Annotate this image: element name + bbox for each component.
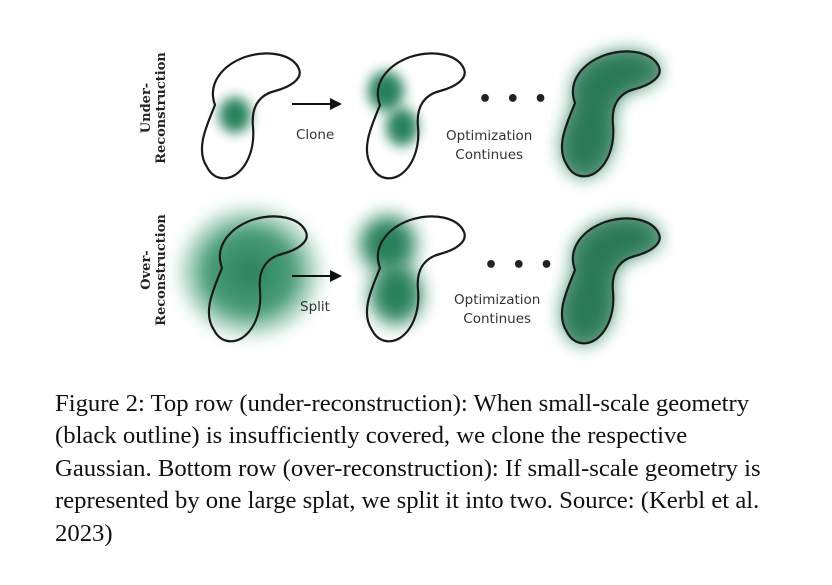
figure: Under- Reconstruction Over- Reconstructi…: [0, 0, 832, 375]
row-label-under-line2: Reconstruction: [154, 33, 169, 183]
optimization-line2-row1: Continues: [446, 146, 532, 165]
optimization-line1-row1: Optimization: [446, 127, 532, 146]
split-label: Split: [300, 298, 330, 317]
over-panel-2: [360, 216, 465, 341]
figure-caption: Figure 2: Top row (under-reconstruction)…: [55, 388, 780, 550]
clone-label: Clone: [296, 126, 334, 145]
figure-illustration: [0, 0, 832, 375]
optimization-label-row2: Optimization Continues: [454, 291, 540, 329]
optimization-line1-row2: Optimization: [454, 291, 540, 310]
optimization-line2-row2: Continues: [454, 310, 540, 329]
clone-arrow-icon: [292, 98, 342, 110]
optimization-label-row1: Optimization Continues: [446, 127, 532, 165]
ellipsis-row2: • • •: [484, 256, 557, 276]
under-panel-3: [562, 51, 660, 176]
ellipsis-row1: • • •: [478, 90, 551, 110]
row-label-under-line1: Under-: [139, 33, 154, 183]
row-label-over-line2: Reconstruction: [154, 195, 169, 345]
row-label-under: Under- Reconstruction: [139, 33, 169, 183]
under-panel-1: [202, 53, 300, 178]
over-panel-1: [172, 200, 328, 344]
row-label-over: Over- Reconstruction: [139, 195, 169, 345]
over-panel-3: [562, 218, 660, 343]
row-label-over-line1: Over-: [139, 195, 154, 345]
